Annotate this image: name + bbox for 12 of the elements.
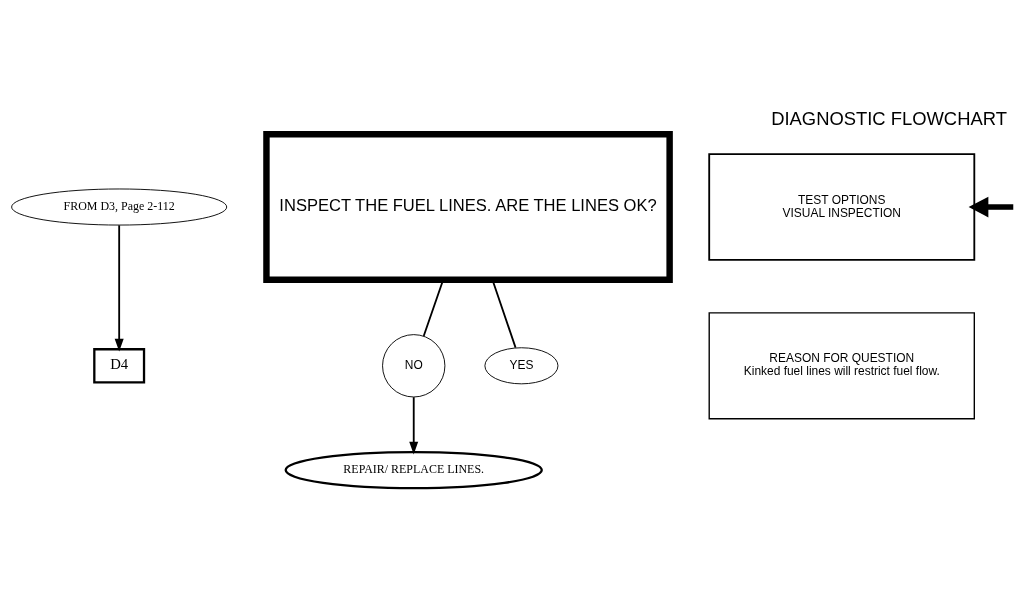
diagram-title: DIAGNOSTIC FLOWCHART [771, 108, 1007, 130]
arrow [409, 396, 419, 455]
node-box: D4 [93, 348, 146, 384]
node-circle: NO [382, 334, 446, 398]
node-ellipse: FROM D3, Page 2-112 [11, 188, 228, 226]
node-box: REASON FOR QUESTION Kinked fuel lines will restrict fuel flow. [708, 312, 975, 420]
node-box: INSPECT THE FUEL LINES. ARE THE LINES OK? [263, 131, 673, 283]
node-ellipse: YES [484, 347, 559, 385]
node-box: TEST OPTIONS VISUAL INSPECTION [708, 153, 976, 261]
node-ellipse: REPAIR/ REPLACE LINES. [284, 450, 543, 490]
arrow [968, 196, 1014, 218]
arrow [114, 224, 124, 352]
